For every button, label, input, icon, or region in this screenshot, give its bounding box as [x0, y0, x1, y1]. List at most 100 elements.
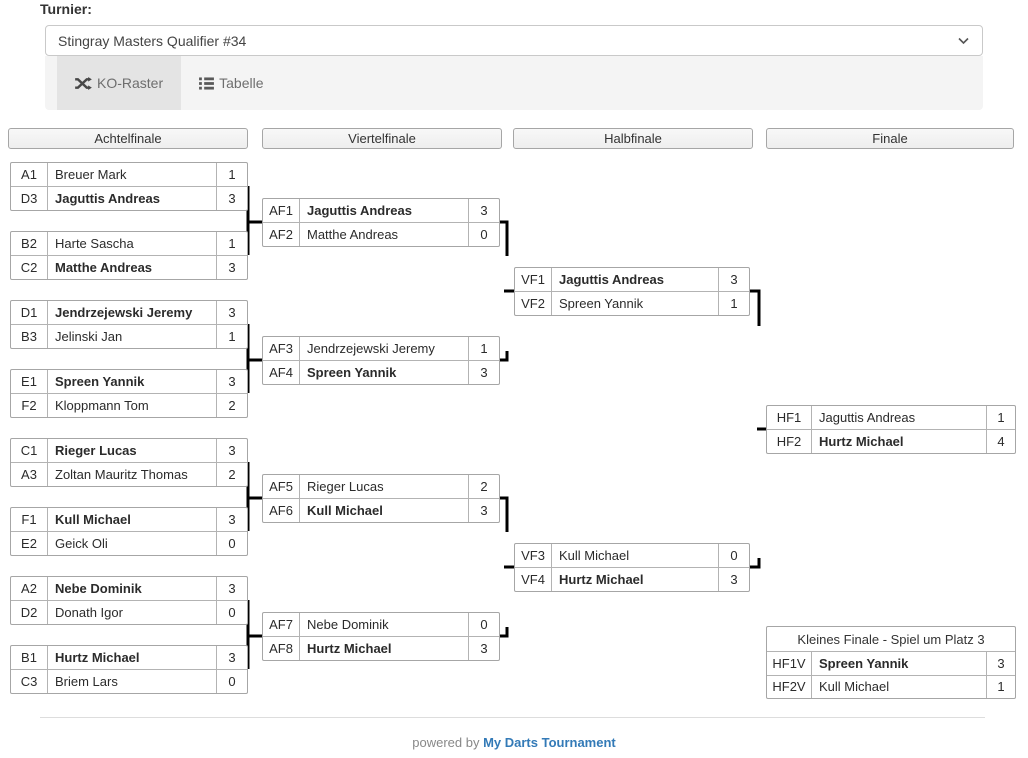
tab-label-ko-raster: KO-Raster [97, 75, 164, 91]
match-score: 3 [718, 568, 749, 591]
match-score: 0 [468, 223, 499, 246]
match-score: 3 [216, 577, 247, 600]
match-code: E2 [11, 532, 48, 555]
match-code: A3 [11, 463, 48, 486]
match-code: HF2 [767, 430, 812, 453]
match-code: VF1 [515, 268, 552, 291]
tournament-select[interactable]: Stingray Masters Qualifier #34 [45, 25, 983, 56]
player-name: Nebe Dominik [55, 581, 142, 596]
shuffle-icon [75, 76, 92, 90]
player-name: Jendrzejewski Jeremy [307, 341, 435, 356]
tab-bar: KO-Raster Tabelle [45, 56, 983, 110]
match-row-a3: A3 Zoltan Mauritz Thomas 2 [11, 462, 247, 486]
match-code: F1 [11, 508, 48, 531]
player-name: Jaguttis Andreas [55, 191, 160, 206]
match-score: 1 [216, 232, 247, 255]
player-name: Kloppmann Tom [55, 398, 149, 413]
match-score: 0 [718, 544, 749, 567]
match-code: VF4 [515, 568, 552, 591]
match-score: 1 [718, 292, 749, 315]
player-name: Jaguttis Andreas [559, 272, 664, 287]
match-row-hf2v: HF2V Kull Michael 1 [767, 674, 1015, 698]
match-score: 3 [216, 646, 247, 669]
player-name: Kull Michael [819, 679, 890, 695]
player-name: Zoltan Mauritz Thomas [55, 467, 188, 482]
match-score: 1 [216, 325, 247, 348]
match-code: AF8 [263, 637, 300, 660]
match-score: 2 [468, 475, 499, 498]
player-name: Jendrzejewski Jeremy [55, 305, 193, 320]
list-icon [199, 76, 215, 90]
match-score: 1 [468, 337, 499, 360]
player-name: Nebe Dominik [307, 617, 389, 632]
match-score: 2 [216, 463, 247, 486]
tab-tabelle[interactable]: Tabelle [181, 56, 281, 110]
match-score: 3 [468, 637, 499, 660]
player-name: Spreen Yannik [55, 374, 145, 389]
footer: powered by My Darts Tournament [0, 735, 1028, 750]
round-header-finale: Finale [766, 128, 1014, 149]
match-code: A2 [11, 577, 48, 600]
player-name: Briem Lars [55, 674, 118, 689]
powered-by-text: powered by [412, 735, 480, 750]
match-row-a2: A2 Nebe Dominik 3 [11, 577, 247, 600]
match-score: 3 [986, 652, 1015, 675]
player-name: Jaguttis Andreas [307, 203, 412, 218]
player-name: Geick Oli [55, 536, 108, 551]
match-row-af2: AF2 Matthe Andreas 0 [263, 222, 499, 246]
match-code: B2 [11, 232, 48, 255]
round-header-achtelfinale: Achtelfinale [8, 128, 248, 149]
match-score: 3 [216, 370, 247, 393]
chevron-down-icon [958, 37, 969, 44]
player-name: Matthe Andreas [307, 227, 399, 242]
tournament-label: Turnier: [40, 1, 92, 17]
round-header-viertelfinale: Viertelfinale [262, 128, 502, 149]
match-code: F2 [11, 394, 48, 417]
match-code: HF1V [767, 652, 812, 675]
footer-divider [40, 717, 985, 718]
tab-ko-raster[interactable]: KO-Raster [57, 56, 182, 110]
match-code: E1 [11, 370, 48, 393]
match-code: VF3 [515, 544, 552, 567]
match-score: 3 [468, 499, 499, 522]
match-code: D3 [11, 187, 48, 210]
match-score: 3 [216, 256, 247, 279]
match-code: A1 [11, 163, 48, 186]
match-score: 1 [986, 675, 1015, 698]
player-name: Harte Sascha [55, 236, 134, 251]
match-code: HF2V [767, 675, 812, 698]
match-code: B3 [11, 325, 48, 348]
player-name: Hurtz Michael [307, 641, 392, 656]
powered-by-link[interactable]: My Darts Tournament [483, 735, 616, 750]
match-row-b2: B2 Harte Sascha 1 [11, 232, 247, 255]
match-code: AF2 [263, 223, 300, 246]
